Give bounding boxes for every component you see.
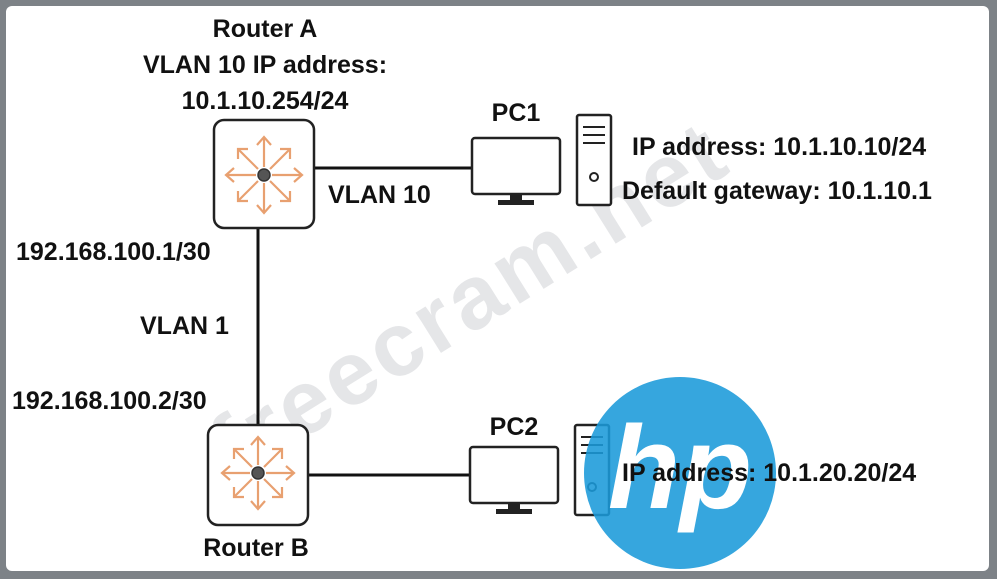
- link-label-vlan1: VLAN 1: [140, 312, 229, 340]
- pc1-ip: IP address: 10.1.10.10/24: [632, 133, 927, 161]
- pc1-gateway: Default gateway: 10.1.10.1: [622, 177, 932, 205]
- pc2-monitor-icon: [468, 445, 560, 514]
- router-a-title: Router A: [212, 15, 318, 43]
- pc1-tower-icon: [575, 113, 613, 207]
- router-a-uplink-ip: 192.168.100.1/30: [16, 238, 211, 266]
- router-b-title: Router B: [203, 534, 309, 562]
- hp-logo-icon: hp: [584, 377, 776, 569]
- router-a-vlan-ip: 10.1.10.254/24: [181, 87, 349, 115]
- pc2-name: PC2: [489, 413, 539, 441]
- router-b-icon: [206, 423, 310, 527]
- pc2-ip: IP address: 10.1.20.20/24: [622, 459, 917, 487]
- pc1-monitor-icon: [470, 136, 562, 205]
- hp-logo-text: hp: [608, 402, 752, 534]
- router-b-uplink-ip: 192.168.100.2/30: [12, 387, 207, 415]
- router-a-vlan-label: VLAN 10 IP address:: [142, 51, 388, 79]
- router-a-icon: [212, 118, 316, 230]
- pc1-name: PC1: [491, 99, 541, 127]
- link-label-vlan10: VLAN 10: [328, 181, 431, 209]
